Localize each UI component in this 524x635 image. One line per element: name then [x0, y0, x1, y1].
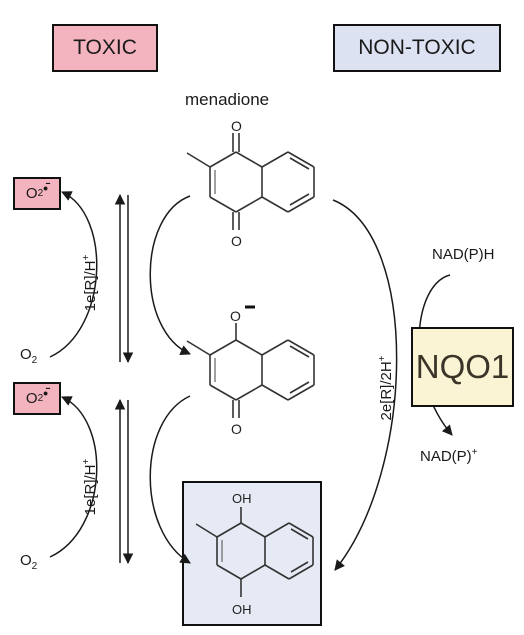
nqo1-enzyme-box: NQO1: [411, 327, 514, 407]
superoxide-symbol-top: O: [25, 185, 38, 202]
superoxide-radical-mark-top: •̄: [43, 179, 49, 196]
semiquinone-oxygen-top: O: [230, 308, 241, 324]
menadione-label: menadione: [185, 90, 270, 109]
superoxide-symbol-bottom: O: [25, 390, 38, 407]
cofactor-in-label: NAD(P)H: [432, 246, 495, 263]
hydroquinone-structure: [195, 507, 314, 597]
superoxide-radical-mark-bottom: •̄: [43, 384, 49, 401]
nqo1-label: NQO1: [415, 348, 510, 385]
toxic-label-box: TOXIC: [52, 24, 158, 72]
semiquinone-oxygen-bottom: O: [231, 421, 242, 437]
hydroquinone-oh-top: OH: [232, 491, 252, 506]
cofactor-out-label: NAD(P)+: [420, 447, 478, 465]
oxygen-reactant-top: O2: [20, 346, 38, 366]
two-electron-label: 2e[R]/2H+: [377, 355, 395, 421]
one-electron-label-bottom: 1e[R]/H+: [81, 458, 99, 516]
equilibrium-arrows-top: [49, 191, 191, 364]
superoxide-subscript-bottom: 2: [37, 393, 44, 404]
toxic-label: TOXIC: [73, 36, 137, 59]
nontoxic-label: NON-TOXIC: [358, 36, 476, 59]
menadione-structure: [186, 133, 315, 230]
semiquinone-structure: [186, 323, 315, 418]
hydroquinone-oh-bottom: OH: [232, 602, 252, 617]
hydroquinone-box: [182, 481, 322, 626]
superoxide-subscript-top: 2: [37, 188, 44, 199]
equilibrium-arrows-bottom: [49, 395, 191, 565]
nontoxic-label-box: NON-TOXIC: [333, 24, 501, 72]
oxygen-reactant-bottom: O2: [20, 552, 38, 572]
menadione-oxygen-top: O: [231, 118, 242, 134]
menadione-oxygen-bottom: O: [231, 233, 242, 249]
one-electron-label-top: 1e[R]/H+: [81, 254, 99, 312]
